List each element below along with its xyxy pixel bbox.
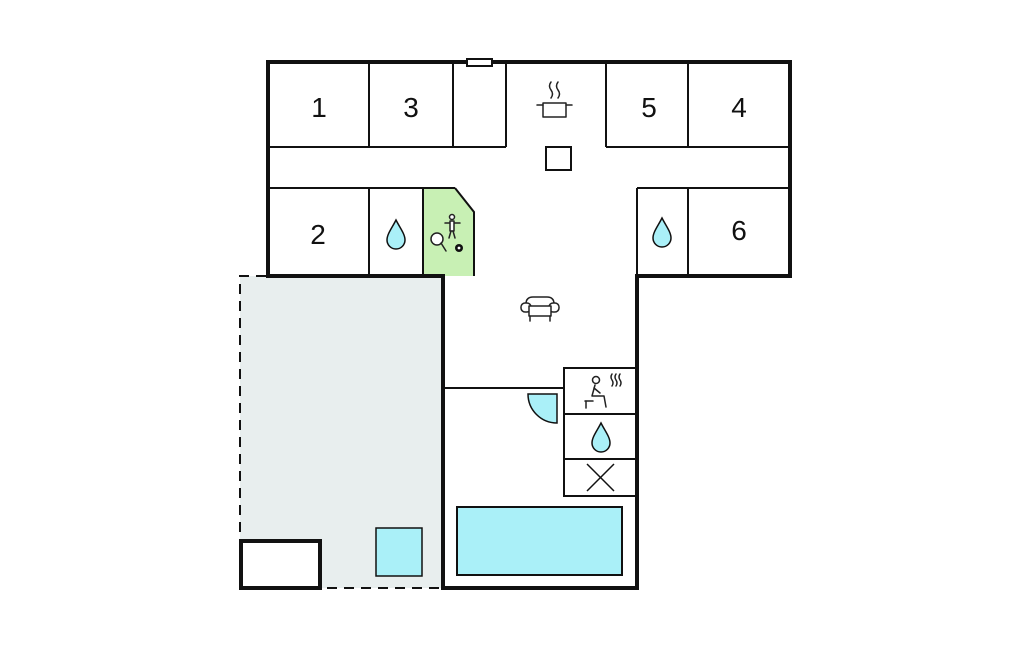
- window: [466, 58, 493, 67]
- door-swing: [527, 393, 558, 424]
- whirlpool-icon: [375, 527, 423, 577]
- water-drop-icon: [386, 218, 406, 250]
- left-wing-walls: [268, 187, 475, 276]
- kitchen-column: [545, 146, 572, 171]
- table-tennis-icon: [430, 232, 463, 252]
- top-row-walls: [268, 62, 790, 148]
- activity-room: [423, 188, 474, 276]
- outdoor-storage: [239, 539, 322, 590]
- outer-wall: [266, 60, 792, 590]
- table-football-icon: [444, 213, 461, 239]
- water-drop-icon: [591, 421, 611, 453]
- sofa-icon: [520, 296, 560, 322]
- water-drop-icon: [652, 216, 672, 248]
- sauna-icon: [584, 373, 622, 409]
- room-label-1: 1: [311, 92, 327, 123]
- right-wing-walls: [636, 187, 790, 276]
- pool-icon: [456, 506, 623, 576]
- room-label-4: 4: [731, 92, 747, 123]
- room-label-3: 3: [403, 92, 419, 123]
- sauna-block: [563, 367, 637, 497]
- room-label-2: 2: [310, 219, 326, 250]
- room-label-5: 5: [641, 92, 657, 123]
- kitchen-pot-icon: [536, 81, 573, 118]
- room-label-6: 6: [731, 215, 747, 246]
